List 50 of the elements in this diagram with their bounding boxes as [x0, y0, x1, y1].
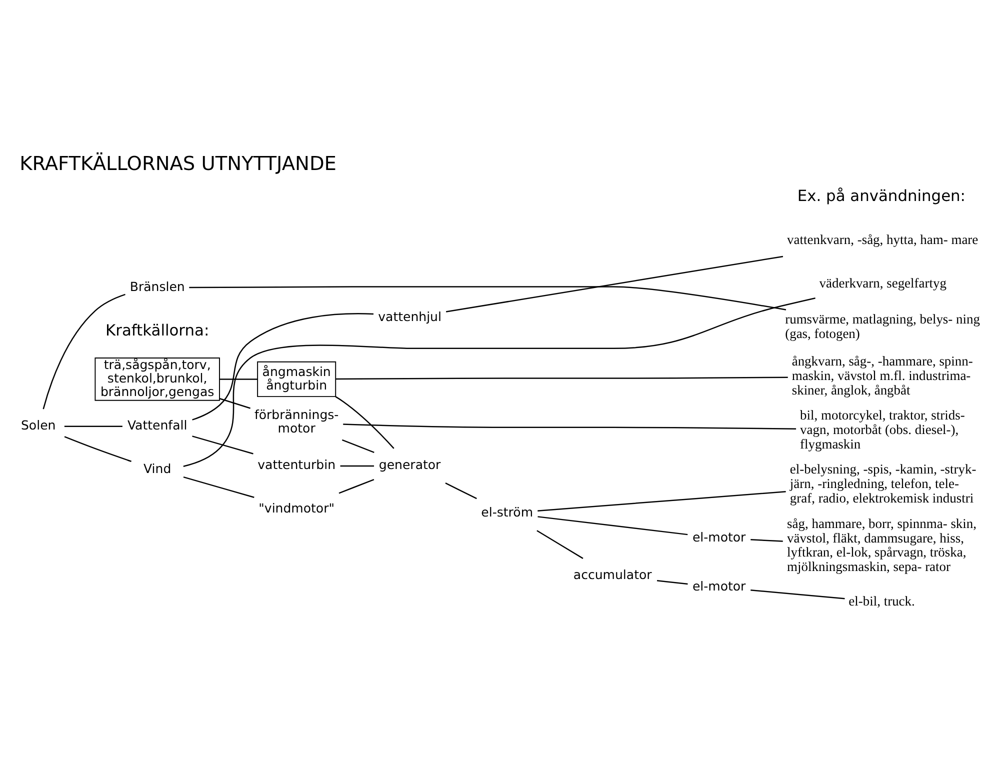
node-box: trä,sågspån,torv, stenkol,brunkol, brännoljor,gengas [94, 357, 220, 400]
node-text: Bränslen [130, 278, 185, 294]
label: Ex. på användningen: [797, 186, 966, 204]
connector [536, 530, 584, 558]
connector [750, 538, 783, 542]
node-text: "vindmotor" [258, 500, 334, 516]
node-text: el-ström [481, 504, 534, 519]
node-text: Vind [144, 460, 172, 476]
connector [220, 398, 250, 408]
node-text: el-belysning, -spis, -kamin, -stryk- järn, -ringledning, telefon, tele- graf, radio, elektrokemisk industri [790, 460, 976, 505]
connector [446, 255, 784, 312]
connector [538, 516, 688, 535]
node-text: såg, hammare, borr, spinnma- skin, vävstol, fläkt, dammsugare, hiss, lyftkran, el-lok, spårvagn, tröska, mjölkningsmaskin, sepa- rator [787, 515, 977, 574]
node-box: ångmaskin ångturbin [257, 360, 336, 397]
node-text: förbrännings- motor [254, 406, 339, 436]
node-text: generator [378, 456, 441, 472]
diagram-title: KRAFTKÄLLORNAS UTNYTTJANDE [20, 152, 336, 175]
connector [192, 312, 374, 420]
connector [192, 435, 254, 454]
connector [343, 423, 796, 430]
node-text: väderkvarn, segelfartyg [819, 274, 946, 290]
connector [42, 293, 126, 409]
node-text: vattenkvarn, -såg, hytta, ham- mare [787, 232, 978, 247]
connector [340, 464, 374, 466]
connector [445, 482, 477, 499]
connector [64, 425, 122, 427]
node-text: Solen [20, 417, 56, 432]
node-text: vattenhjul [378, 308, 442, 324]
connector [183, 476, 254, 498]
node-text: vattenturbin [258, 456, 336, 472]
node-text: el-motor [692, 528, 746, 544]
connector [338, 478, 374, 494]
connector [538, 490, 786, 511]
node-text: ångkvarn, såg-, -hammare, spinn- maskin, vävstol m.fl. industrima- skiner, ånglok, ångbåt [792, 352, 973, 397]
node-text: el-motor [692, 578, 746, 594]
connector [342, 438, 374, 452]
connector [183, 297, 816, 466]
connector [750, 588, 845, 599]
label: Kraftkällorna: [106, 321, 210, 340]
connector [656, 579, 688, 584]
connector [335, 396, 394, 448]
connector [64, 436, 132, 462]
connector [336, 376, 788, 380]
node-text: rumsvärme, matlagning, belys- ning (gas, fotogen) [785, 311, 980, 340]
node-text: Vattenfall [127, 417, 188, 432]
node-text: bil, motorcykel, traktor, strids- vagn, motorbåt (obs. diesel-), flygmaskin [800, 406, 965, 451]
node-text: accumulator [573, 566, 652, 582]
node-text: el-bil, truck. [848, 592, 915, 608]
connector [220, 378, 258, 380]
connector [189, 286, 786, 310]
